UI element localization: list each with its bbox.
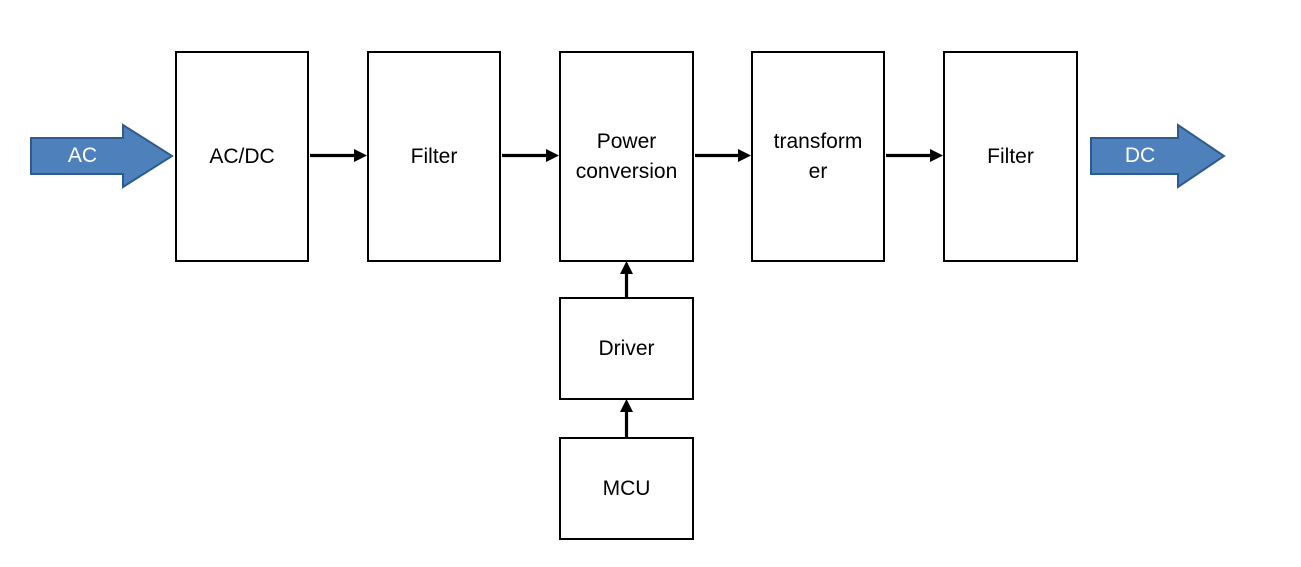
block-label-driver: Driver bbox=[598, 336, 655, 360]
block-power-conversion[interactable]: Power conversion bbox=[559, 51, 694, 262]
block-label-filter-input: Filter bbox=[410, 144, 458, 168]
block-filter-input[interactable]: Filter bbox=[367, 51, 501, 262]
connector-power-conversion-to-transformer bbox=[695, 146, 752, 166]
block-label-mcu: MCU bbox=[602, 476, 651, 500]
connector-driver-to-power-conversion bbox=[617, 261, 637, 299]
output-arrow-dc[interactable] bbox=[1090, 123, 1226, 189]
block-label-filter-output: Filter bbox=[987, 144, 1034, 168]
block-transformer[interactable]: transform er bbox=[751, 51, 885, 262]
block-label-power-conversion: Power conversion bbox=[575, 129, 678, 183]
block-driver[interactable]: Driver bbox=[559, 297, 694, 400]
block-label-transformer: transform er bbox=[773, 129, 863, 183]
block-mcu[interactable]: MCU bbox=[559, 437, 694, 540]
input-arrow-ac[interactable] bbox=[30, 123, 174, 189]
connector-transformer-to-filter bbox=[886, 146, 944, 166]
connector-filter-to-power-conversion bbox=[502, 146, 560, 166]
block-acdc[interactable]: AC/DC bbox=[175, 51, 309, 262]
block-filter-output[interactable]: Filter bbox=[943, 51, 1078, 262]
connector-acdc-to-filter bbox=[310, 146, 368, 166]
block-label-acdc: AC/DC bbox=[209, 144, 275, 168]
connector-mcu-to-driver bbox=[617, 399, 637, 439]
